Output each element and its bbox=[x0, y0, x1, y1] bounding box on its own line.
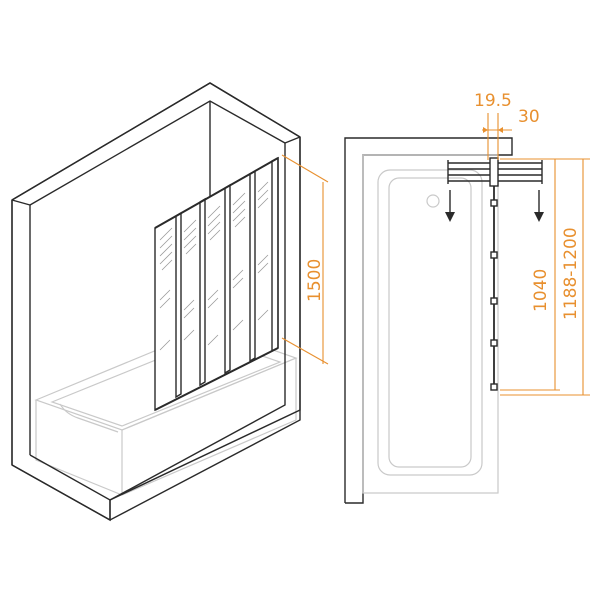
wall-isometric bbox=[11, 82, 301, 522]
dimension-height: 1500 bbox=[281, 154, 329, 365]
clearance-label: 30 bbox=[518, 107, 540, 127]
opening-range-label: 1188-1200 bbox=[561, 227, 581, 320]
plan-view: 19.5 30 1040 1188-1200 bbox=[344, 91, 590, 504]
dimension-right: 1040 1188-1200 bbox=[500, 158, 590, 396]
arrow-down-icon bbox=[534, 212, 544, 222]
hinge-points bbox=[490, 199, 498, 391]
glass-hatching bbox=[159, 181, 269, 351]
slide-direction-arrows bbox=[445, 190, 544, 222]
door-stack bbox=[447, 157, 543, 391]
dimension-top: 19.5 30 bbox=[474, 91, 540, 160]
panel-length-label: 1040 bbox=[531, 269, 551, 312]
bathtub-plan bbox=[362, 154, 499, 494]
height-label: 1500 bbox=[305, 259, 325, 302]
isometric-view: 1500 bbox=[11, 82, 329, 522]
profile-width-label: 19.5 bbox=[474, 91, 512, 111]
glass-screen bbox=[154, 156, 279, 412]
arrow-down-icon bbox=[445, 212, 455, 222]
wall-plan bbox=[344, 137, 513, 504]
